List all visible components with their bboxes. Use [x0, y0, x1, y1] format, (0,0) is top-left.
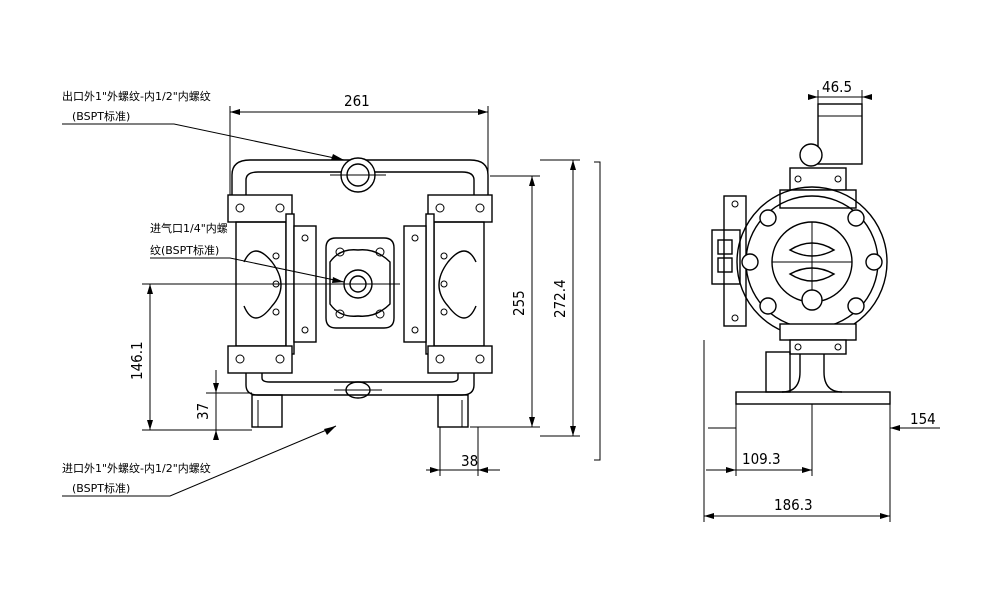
side-view [703, 90, 940, 522]
dim-center-146-1: 146.1 [128, 341, 146, 380]
air-inlet-note-line1: 进气口1/4"内螺 [150, 221, 228, 235]
dim-width-261: 261 [344, 92, 370, 110]
inlet-note-line2: (BSPT标准) [72, 481, 130, 495]
dim-height-272-4: 272.4 [551, 279, 569, 318]
dim-height-255: 255 [510, 290, 528, 316]
dim-offset-38: 38 [461, 452, 478, 470]
dim-base-186-3: 186.3 [774, 496, 813, 514]
dim-mid-109-3: 109.3 [742, 450, 781, 468]
front-view [62, 106, 601, 497]
outlet-note-line2: (BSPT标准) [72, 109, 130, 123]
dim-right-154: 154 [910, 410, 936, 428]
dim-top-46-5: 46.5 [822, 78, 852, 96]
outlet-note-line1: 出口外1"外螺纹-内1/2"内螺纹 [62, 89, 211, 103]
dim-inlet-37: 37 [194, 403, 212, 420]
inlet-note-line1: 进口外1"外螺纹-内1/2"内螺纹 [62, 461, 211, 475]
air-inlet-note-line2: 纹(BSPT标准) [150, 243, 219, 257]
